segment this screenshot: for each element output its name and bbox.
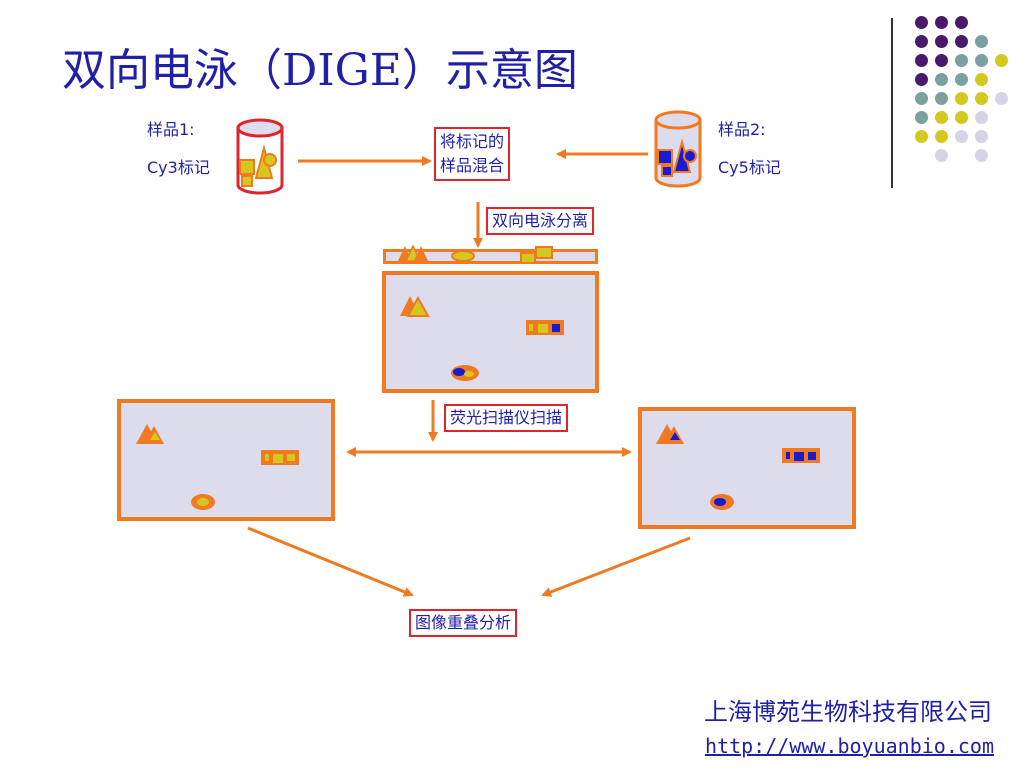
sample2-tube-icon bbox=[654, 110, 702, 188]
sample1-label: 样品1: Cy3标记 bbox=[147, 118, 210, 180]
decorative-divider bbox=[891, 18, 893, 188]
company-name: 上海博苑生物科技有限公司 bbox=[704, 698, 992, 726]
decorative-dot bbox=[915, 35, 928, 48]
sample2-label-line2: Cy5标记 bbox=[718, 158, 781, 177]
decorative-dot bbox=[975, 54, 988, 67]
sample1-label-line1: 样品1: bbox=[147, 120, 195, 139]
decorative-dot bbox=[975, 73, 988, 86]
overlay-analysis-box: 图像重叠分析 bbox=[409, 609, 518, 637]
decorative-dot bbox=[935, 16, 948, 29]
sample2-label-line1: 样品2: bbox=[718, 120, 766, 139]
sample1-label-line2: Cy3标记 bbox=[147, 158, 210, 177]
arrow-cy5-to-overlay bbox=[541, 536, 691, 597]
decorative-dot bbox=[915, 54, 928, 67]
decorative-dot bbox=[955, 73, 968, 86]
strip-spots bbox=[398, 244, 553, 264]
decorative-dot bbox=[955, 111, 968, 124]
decorative-dot bbox=[915, 130, 928, 143]
decorative-dot bbox=[955, 35, 968, 48]
company-url-link[interactable]: http://www.boyuanbio.com bbox=[705, 734, 994, 758]
sample2-label: 样品2: Cy5标记 bbox=[718, 118, 781, 180]
decorative-dot bbox=[915, 16, 928, 29]
decorative-dot bbox=[995, 54, 1008, 67]
decorative-dot bbox=[915, 111, 928, 124]
decorative-dot bbox=[915, 73, 928, 86]
decorative-dot bbox=[975, 130, 988, 143]
decorative-dot bbox=[935, 73, 948, 86]
scan-step-box: 荧光扫描仪扫描 bbox=[444, 404, 569, 432]
decorative-dot bbox=[955, 54, 968, 67]
page-title: 双向电泳（DIGE）示意图 bbox=[62, 45, 578, 96]
decorative-dot bbox=[935, 92, 948, 105]
decorative-dot bbox=[955, 16, 968, 29]
separation-step-box: 双向电泳分离 bbox=[486, 207, 595, 235]
cy5-gel-spots bbox=[656, 424, 820, 510]
decorative-dot bbox=[935, 35, 948, 48]
decorative-dot bbox=[955, 130, 968, 143]
mix-box-line1: 将标记的 bbox=[440, 132, 505, 151]
decorative-dot bbox=[915, 92, 928, 105]
arrow-cy3-to-overlay bbox=[247, 526, 414, 597]
cy3-scan-gel bbox=[117, 399, 335, 521]
decorative-dot bbox=[955, 92, 968, 105]
combined-gel-spots bbox=[400, 295, 564, 381]
decorative-dot bbox=[975, 149, 988, 162]
decorative-dot bbox=[935, 54, 948, 67]
decorative-dot bbox=[975, 92, 988, 105]
decorative-dot bbox=[935, 149, 948, 162]
decorative-dot bbox=[995, 92, 1008, 105]
decorative-dot bbox=[975, 35, 988, 48]
decorative-dot bbox=[975, 111, 988, 124]
decorative-dot bbox=[935, 111, 948, 124]
decorative-dot-grid bbox=[910, 16, 1020, 166]
cy3-gel-spots bbox=[136, 424, 299, 510]
decorative-dot bbox=[935, 130, 948, 143]
sample1-tube-icon bbox=[236, 118, 284, 195]
mix-samples-box: 将标记的 样品混合 bbox=[434, 127, 511, 181]
mix-box-line2: 样品混合 bbox=[440, 156, 505, 175]
